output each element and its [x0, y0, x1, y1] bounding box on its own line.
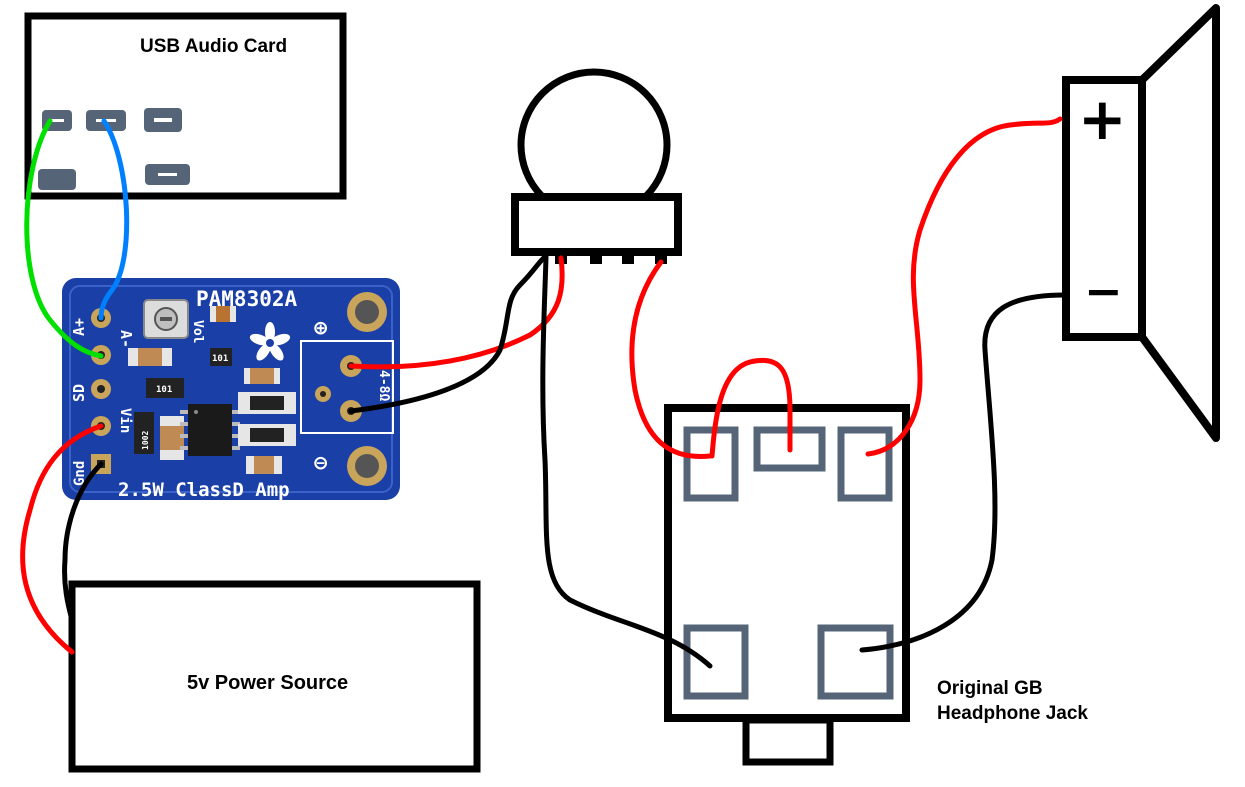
amp-label-sd: SD — [70, 384, 88, 402]
amp-smd-101-b: 101 — [156, 385, 172, 395]
speaker: + − — [1062, 4, 1220, 442]
power-source-label: 5v Power Source — [187, 672, 348, 694]
wire-black-out-minus-to-pot — [348, 253, 549, 414]
adafruit-logo — [249, 322, 291, 361]
wire-green-usb-to-a-minus — [24, 118, 104, 359]
jack-pad-top-right — [837, 426, 893, 502]
potentiometer-pin-2 — [590, 252, 602, 264]
power-source-box — [68, 580, 481, 773]
wire-red-out-plus-to-pot — [348, 255, 565, 370]
headphone-jack-label-line2: Headphone Jack — [937, 703, 1088, 724]
amp-label-gnd: Gnd — [72, 461, 88, 486]
amp-smd-101-a: 101 — [212, 354, 228, 364]
headphone-jack — [664, 404, 910, 766]
speaker-plus: + — [1078, 85, 1127, 153]
amp-label-vol: Vol — [190, 320, 205, 343]
wire-black-gnd-to-power — [62, 461, 104, 623]
headphone-jack-label-line1: Original GB — [937, 678, 1043, 699]
wire-red-jack-bridge — [709, 357, 793, 459]
wire-red-pot-to-jack — [629, 259, 713, 459]
wire-blue-usb-to-a-plus — [98, 118, 130, 321]
amp-label-impedance: 4-8Ω — [376, 370, 391, 401]
wire-black-pot-to-jack — [540, 253, 713, 669]
speaker-magnet — [1062, 76, 1146, 341]
amp-label-out-plus: ⊕ — [314, 316, 327, 341]
usb-pad-4 — [38, 169, 76, 190]
speaker-cone — [1138, 4, 1220, 442]
wire-black-jack-to-speaker-minus — [859, 292, 1068, 653]
potentiometer-pin-3 — [622, 252, 634, 264]
potentiometer-pin-4 — [655, 252, 667, 264]
amp-smd-1002: 1002 — [141, 431, 150, 450]
usb-audio-card: USB Audio Card — [24, 12, 347, 200]
jack-pad-bottom-right — [817, 624, 894, 700]
wire-red-vin-to-power — [20, 423, 104, 655]
amp-chip-name: PAM8302A — [196, 287, 298, 311]
jack-pad-top-left — [683, 426, 739, 502]
amplifier-board: 101 101 1002 PAM8302A 2.5W ClassD Amp A+ — [62, 278, 400, 501]
wires — [20, 116, 1068, 669]
amp-label-a-plus: A+ — [70, 318, 88, 336]
amp-label-vin: Vin — [117, 408, 133, 433]
amp-label-a-minus: A- — [117, 330, 135, 348]
usb-audio-card-label: USB Audio Card — [140, 36, 287, 57]
headphone-jack-plug — [742, 716, 834, 766]
potentiometer-body — [511, 193, 682, 256]
amp-footer: 2.5W ClassD Amp — [118, 479, 290, 501]
jack-pad-bottom-left — [683, 624, 749, 700]
wire-red-jack-to-speaker-plus — [865, 116, 1063, 457]
amp-label-out-minus: ⊖ — [314, 451, 327, 476]
power-source: 5v Power Source — [68, 580, 481, 773]
potentiometer — [511, 68, 682, 264]
speaker-minus: − — [1084, 264, 1123, 318]
